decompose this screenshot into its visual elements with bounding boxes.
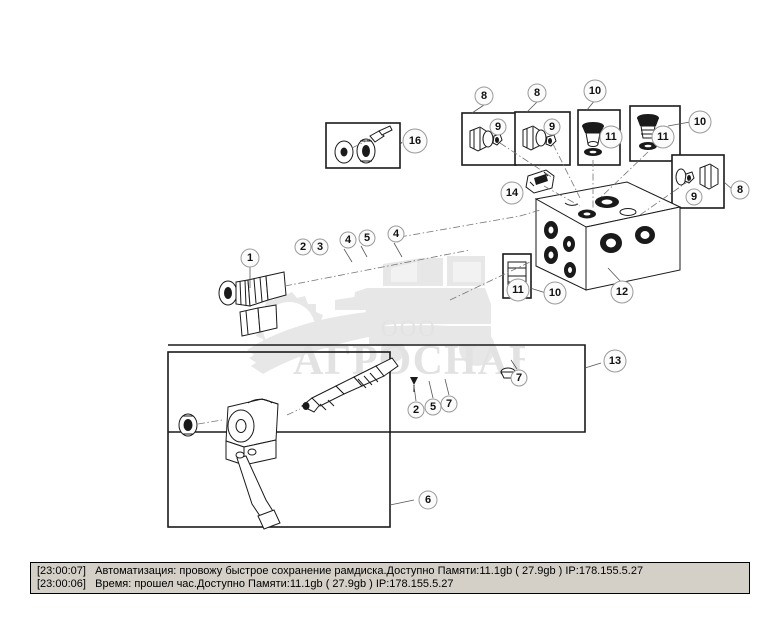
status-log-line: [23:00:06] Время: прошел час.Доступно Па… — [37, 578, 745, 591]
callout-label: 8 — [534, 87, 540, 99]
exploded-diagram: .ln { stroke:#1a1a1a; stroke-width:1; fi… — [167, 79, 750, 530]
callout-2[interactable]: 2 — [294, 238, 312, 256]
callout-3[interactable]: 3 — [311, 238, 329, 256]
callout-label: 13 — [609, 355, 621, 367]
detail-box-8b — [514, 111, 571, 166]
callout-label: 1 — [247, 252, 253, 264]
status-log-line: [23:00:07] Автоматизация: провожу быстро… — [37, 565, 745, 578]
callout-label: 14 — [506, 187, 519, 199]
part-cartridge-valve — [301, 357, 399, 413]
callout-10c[interactable]: 10 — [543, 281, 567, 305]
callout-label: 4 — [393, 228, 400, 240]
detail-box-6 — [167, 351, 391, 528]
callout-bubbles: 1 2 3 4 5 — [240, 79, 750, 510]
callout-label: 9 — [691, 191, 697, 203]
callout-11a[interactable]: 11 — [599, 125, 623, 149]
detail-box-8a — [461, 112, 517, 166]
callout-label: 5 — [430, 401, 436, 413]
callout-label: 2 — [413, 404, 419, 416]
callout-label: 4 — [345, 234, 352, 246]
status-message: Время: прошел час.Доступно Памяти:11.1gb… — [95, 578, 454, 590]
callout-12[interactable]: 12 — [610, 280, 634, 304]
callout-label: 10 — [694, 116, 706, 128]
callout-7a[interactable]: 7 — [440, 395, 458, 413]
status-log-bar: [23:00:07] Автоматизация: провожу быстро… — [30, 562, 750, 594]
detail-box-13 — [168, 344, 586, 433]
callout-label: 12 — [616, 286, 628, 298]
callout-13[interactable]: 13 — [603, 349, 627, 373]
callout-4b[interactable]: 4 — [387, 225, 405, 243]
callout-label: 11 — [605, 131, 617, 143]
part-plug-10b — [637, 114, 659, 139]
callout-label: 3 — [317, 241, 323, 253]
callout-9b[interactable]: 9 — [543, 118, 561, 136]
callout-2b[interactable]: 2 — [407, 401, 425, 419]
callout-label: 9 — [495, 121, 501, 133]
callout-label: 5 — [364, 232, 370, 244]
part-plug-10a — [582, 122, 604, 147]
status-timestamp: [23:00:06] — [37, 578, 86, 590]
callout-5b[interactable]: 5 — [424, 398, 442, 416]
callout-7b[interactable]: 7 — [510, 369, 528, 387]
callout-label: 11 — [512, 284, 524, 296]
callout-label: 11 — [657, 131, 669, 143]
callout-8b[interactable]: 8 — [527, 83, 547, 103]
callout-8c[interactable]: 8 — [730, 180, 750, 200]
callout-label: 7 — [516, 372, 522, 384]
callout-14[interactable]: 14 — [500, 181, 524, 205]
callout-5a[interactable]: 5 — [358, 229, 376, 247]
part-group-small-fasteners — [410, 367, 516, 392]
callout-16[interactable]: 16 — [402, 128, 428, 154]
callout-label: 16 — [409, 135, 421, 147]
assembly-centerlines — [284, 142, 691, 301]
part-group-1-fitting — [218, 271, 287, 337]
status-message: Автоматизация: провожу быстрое сохранени… — [95, 565, 644, 577]
callout-6[interactable]: 6 — [418, 490, 438, 510]
callout-4a[interactable]: 4 — [339, 231, 357, 249]
part-solenoid — [225, 398, 281, 530]
callout-9a[interactable]: 9 — [489, 118, 507, 136]
callout-8a[interactable]: 8 — [474, 86, 494, 106]
callout-label: 8 — [481, 90, 487, 102]
callout-label: 10 — [549, 287, 561, 299]
callout-label: 8 — [737, 184, 743, 196]
callout-10a[interactable]: 10 — [583, 79, 607, 103]
callout-label: 6 — [425, 494, 431, 506]
part-12-valve-block — [534, 181, 682, 291]
callout-label: 2 — [300, 241, 306, 253]
part-oring-11b — [639, 142, 657, 150]
callout-label: 7 — [446, 398, 452, 410]
callout-label: 10 — [589, 85, 601, 97]
part-nut — [178, 413, 198, 437]
detail-box-16 — [325, 122, 401, 169]
part-oring-11a — [584, 148, 602, 156]
part-group-6-assembly — [178, 357, 399, 530]
callout-1[interactable]: 1 — [240, 248, 260, 268]
callout-10b[interactable]: 10 — [688, 110, 712, 134]
callout-9c[interactable]: 9 — [685, 188, 703, 206]
callout-11b[interactable]: 11 — [651, 125, 675, 149]
callout-label: 9 — [549, 121, 555, 133]
callout-11c[interactable]: 11 — [506, 278, 530, 302]
status-timestamp: [23:00:07] — [37, 565, 86, 577]
